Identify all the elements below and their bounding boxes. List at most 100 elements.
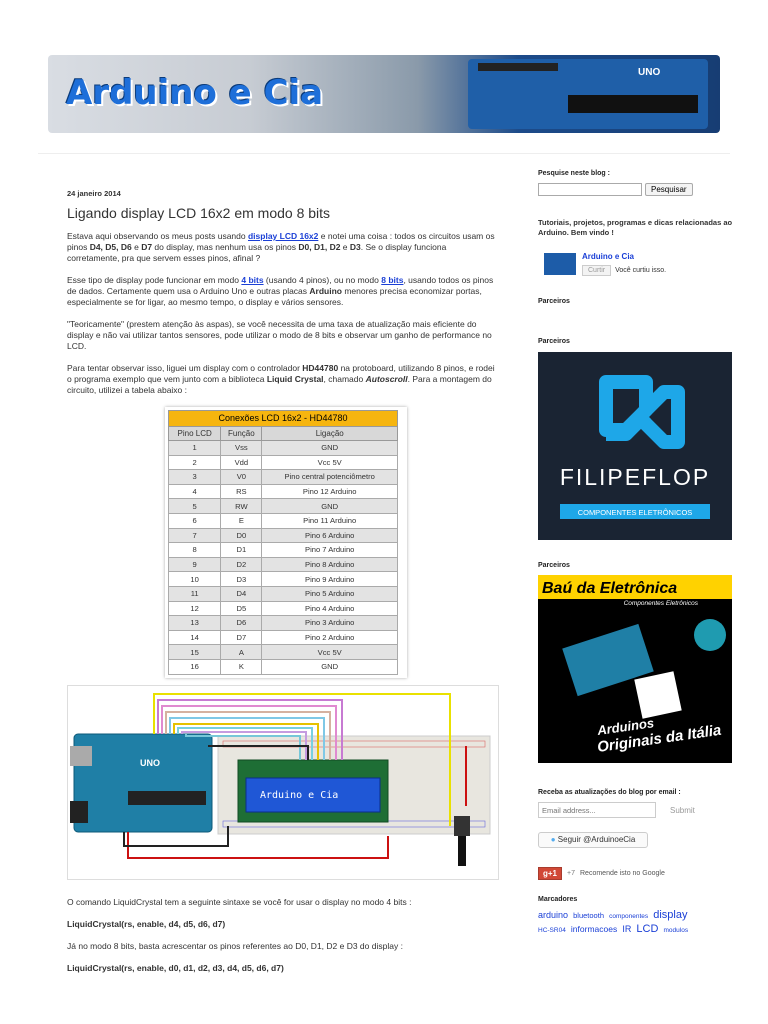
table-cell: RW [220, 498, 263, 514]
atmega-chip [128, 791, 206, 805]
search-input[interactable] [538, 183, 642, 196]
partners-heading-3: Parceiros [538, 562, 570, 569]
table-cell: A [220, 644, 263, 660]
email-submit-button[interactable]: Submit [670, 805, 695, 815]
facebook-like-box: Arduino e Cia Curtir Você curtiu isso. [544, 252, 733, 276]
table-cell: 12 [167, 600, 222, 617]
google-plus-button[interactable]: g+1 [538, 867, 563, 880]
ad1-brand: FILIPEFLOP [560, 464, 710, 490]
label-link[interactable]: LCD [636, 923, 659, 935]
microcontroller-chip-image [568, 95, 698, 113]
table-cell: D5 [220, 600, 263, 617]
8-bits-link[interactable]: 8 bits [381, 275, 404, 285]
table-cell: Pino central potenciômetro [261, 469, 398, 485]
lcd-text: Arduino e Cia [260, 790, 338, 801]
ad1-tagline: COMPONENTES ELETRÔNICOS [578, 508, 693, 517]
table-cell: 5 [167, 498, 222, 514]
column-header: Pino LCD [167, 426, 222, 441]
table-cell: 14 [167, 629, 222, 646]
label-link[interactable]: componentes [609, 913, 649, 920]
jumper-wires [123, 693, 467, 859]
table-cell: Pino 5 Arduino [261, 585, 398, 602]
follow-label: Seguir @ArduinoeCia [557, 835, 636, 844]
partners-heading-1: Parceiros [538, 298, 570, 305]
label-link[interactable]: display [653, 909, 688, 921]
table-cell: 10 [167, 571, 222, 587]
table-cell: GND [261, 498, 398, 514]
label-link[interactable]: modulos [663, 927, 689, 934]
table-cell: E [220, 512, 263, 529]
pin-connection-table: Conexões LCD 16x2 - HD44780 Pino LCD Fun… [167, 410, 398, 675]
usb-connector [70, 746, 92, 766]
column-header: Ligação [261, 426, 398, 441]
bau-da-eletronica-ad[interactable]: Baú da Eletrônica Componentes Eletrônico… [538, 575, 732, 763]
4-bits-link[interactable]: 4 bits [241, 275, 264, 285]
facebook-page-name[interactable]: Arduino e Cia [582, 252, 635, 261]
sidebar: Pesquise neste blog : Pesquisar Tutoriai… [538, 170, 733, 937]
display-lcd-link[interactable]: display LCD 16x2 [247, 231, 319, 241]
post-body: 24 janeiro 2014 Ligando display LCD 16x2… [67, 188, 497, 678]
label-link[interactable]: HC-SR04 [538, 927, 566, 934]
post-date: 24 janeiro 2014 [67, 189, 121, 198]
search-form: Pesquisar [538, 183, 733, 196]
pin-header-image [478, 63, 558, 71]
table-cell: Pino 11 Arduino [261, 512, 398, 529]
labels-cloud: arduino bluetooth componentes display HC… [538, 909, 733, 937]
filipeflop-ad[interactable]: FILIPEFLOP COMPONENTES ELETRÔNICOS [538, 352, 732, 540]
label-link[interactable]: bluetooth [573, 911, 604, 920]
potentiometer [454, 816, 470, 836]
blog-header-banner[interactable]: UNO Arduino e Cia [48, 55, 720, 133]
post-body-continued: O comando LiquidCrystal tem a seguinte s… [67, 897, 497, 985]
facebook-page-thumbnail[interactable] [544, 253, 576, 275]
bau-ad-graphic: Baú da Eletrônica Componentes Eletrônico… [538, 575, 732, 756]
table-caption: Conexões LCD 16x2 - HD44780 [168, 410, 398, 427]
table-cell: 11 [167, 585, 222, 602]
paragraph-1: Estava aqui observando os meus posts usa… [67, 231, 495, 263]
table-cell: Pino 2 Arduino [261, 629, 398, 646]
post-title[interactable]: Ligando display LCD 16x2 em modo 8 bits [67, 205, 331, 221]
table-cell: Vcc 5V [261, 454, 398, 471]
search-heading: Pesquise neste blog : [538, 170, 610, 177]
search-button[interactable]: Pesquisar [645, 183, 693, 196]
board-label: UNO [638, 67, 661, 78]
code-8bit: LiquidCrystal(rs, enable, d0, d1, d2, d3… [67, 963, 284, 973]
paragraph-syntax-8bit: Já no modo 8 bits, basta acrescentar os … [67, 941, 403, 951]
label-link[interactable]: IR [622, 924, 632, 934]
blog-description: Tutoriais, projetos, programas e dicas r… [538, 218, 733, 237]
circuit-illustration: UNO Arduino e Cia [70, 693, 491, 866]
table-cell: Pino 7 Arduino [261, 542, 398, 558]
paragraph-syntax-4bit: O comando LiquidCrystal tem a seguinte s… [67, 897, 412, 907]
table-cell: K [220, 658, 263, 675]
arduino-uno-board [73, 733, 213, 833]
table-cell: 7 [167, 527, 222, 544]
table-cell: 2 [167, 454, 222, 471]
table-cell: D6 [220, 615, 263, 631]
board-logo: UNO [140, 758, 160, 768]
table-cell: D1 [220, 542, 263, 558]
table-cell: Vdd [220, 454, 263, 471]
twitter-follow-button[interactable]: ● Seguir @ArduinoeCia [538, 832, 648, 848]
label-link[interactable]: informacoes [570, 924, 618, 934]
pin-connection-table-image[interactable]: Conexões LCD 16x2 - HD44780 Pino LCD Fun… [165, 407, 407, 678]
table-cell: GND [261, 658, 398, 675]
ad2-brand: Baú da Eletrônica [542, 580, 677, 597]
email-subscribe-form: Submit [538, 802, 733, 818]
table-cell: 16 [167, 658, 222, 675]
table-cell: D3 [220, 571, 263, 587]
potentiometer-knob [458, 836, 466, 866]
ad2-tagline: Componentes Eletrônicos [624, 600, 699, 607]
label-link[interactable]: arduino [538, 910, 569, 920]
table-cell: Pino 4 Arduino [261, 600, 398, 617]
circuit-diagram-image[interactable]: UNO Arduino e Cia [67, 685, 499, 880]
facebook-like-button[interactable]: Curtir [582, 265, 612, 276]
table-cell: Pino 6 Arduino [261, 527, 398, 544]
facebook-like-text: Você curtiu isso. [615, 267, 667, 274]
blog-title[interactable]: Arduino e Cia [66, 73, 324, 113]
email-input[interactable] [538, 802, 656, 818]
